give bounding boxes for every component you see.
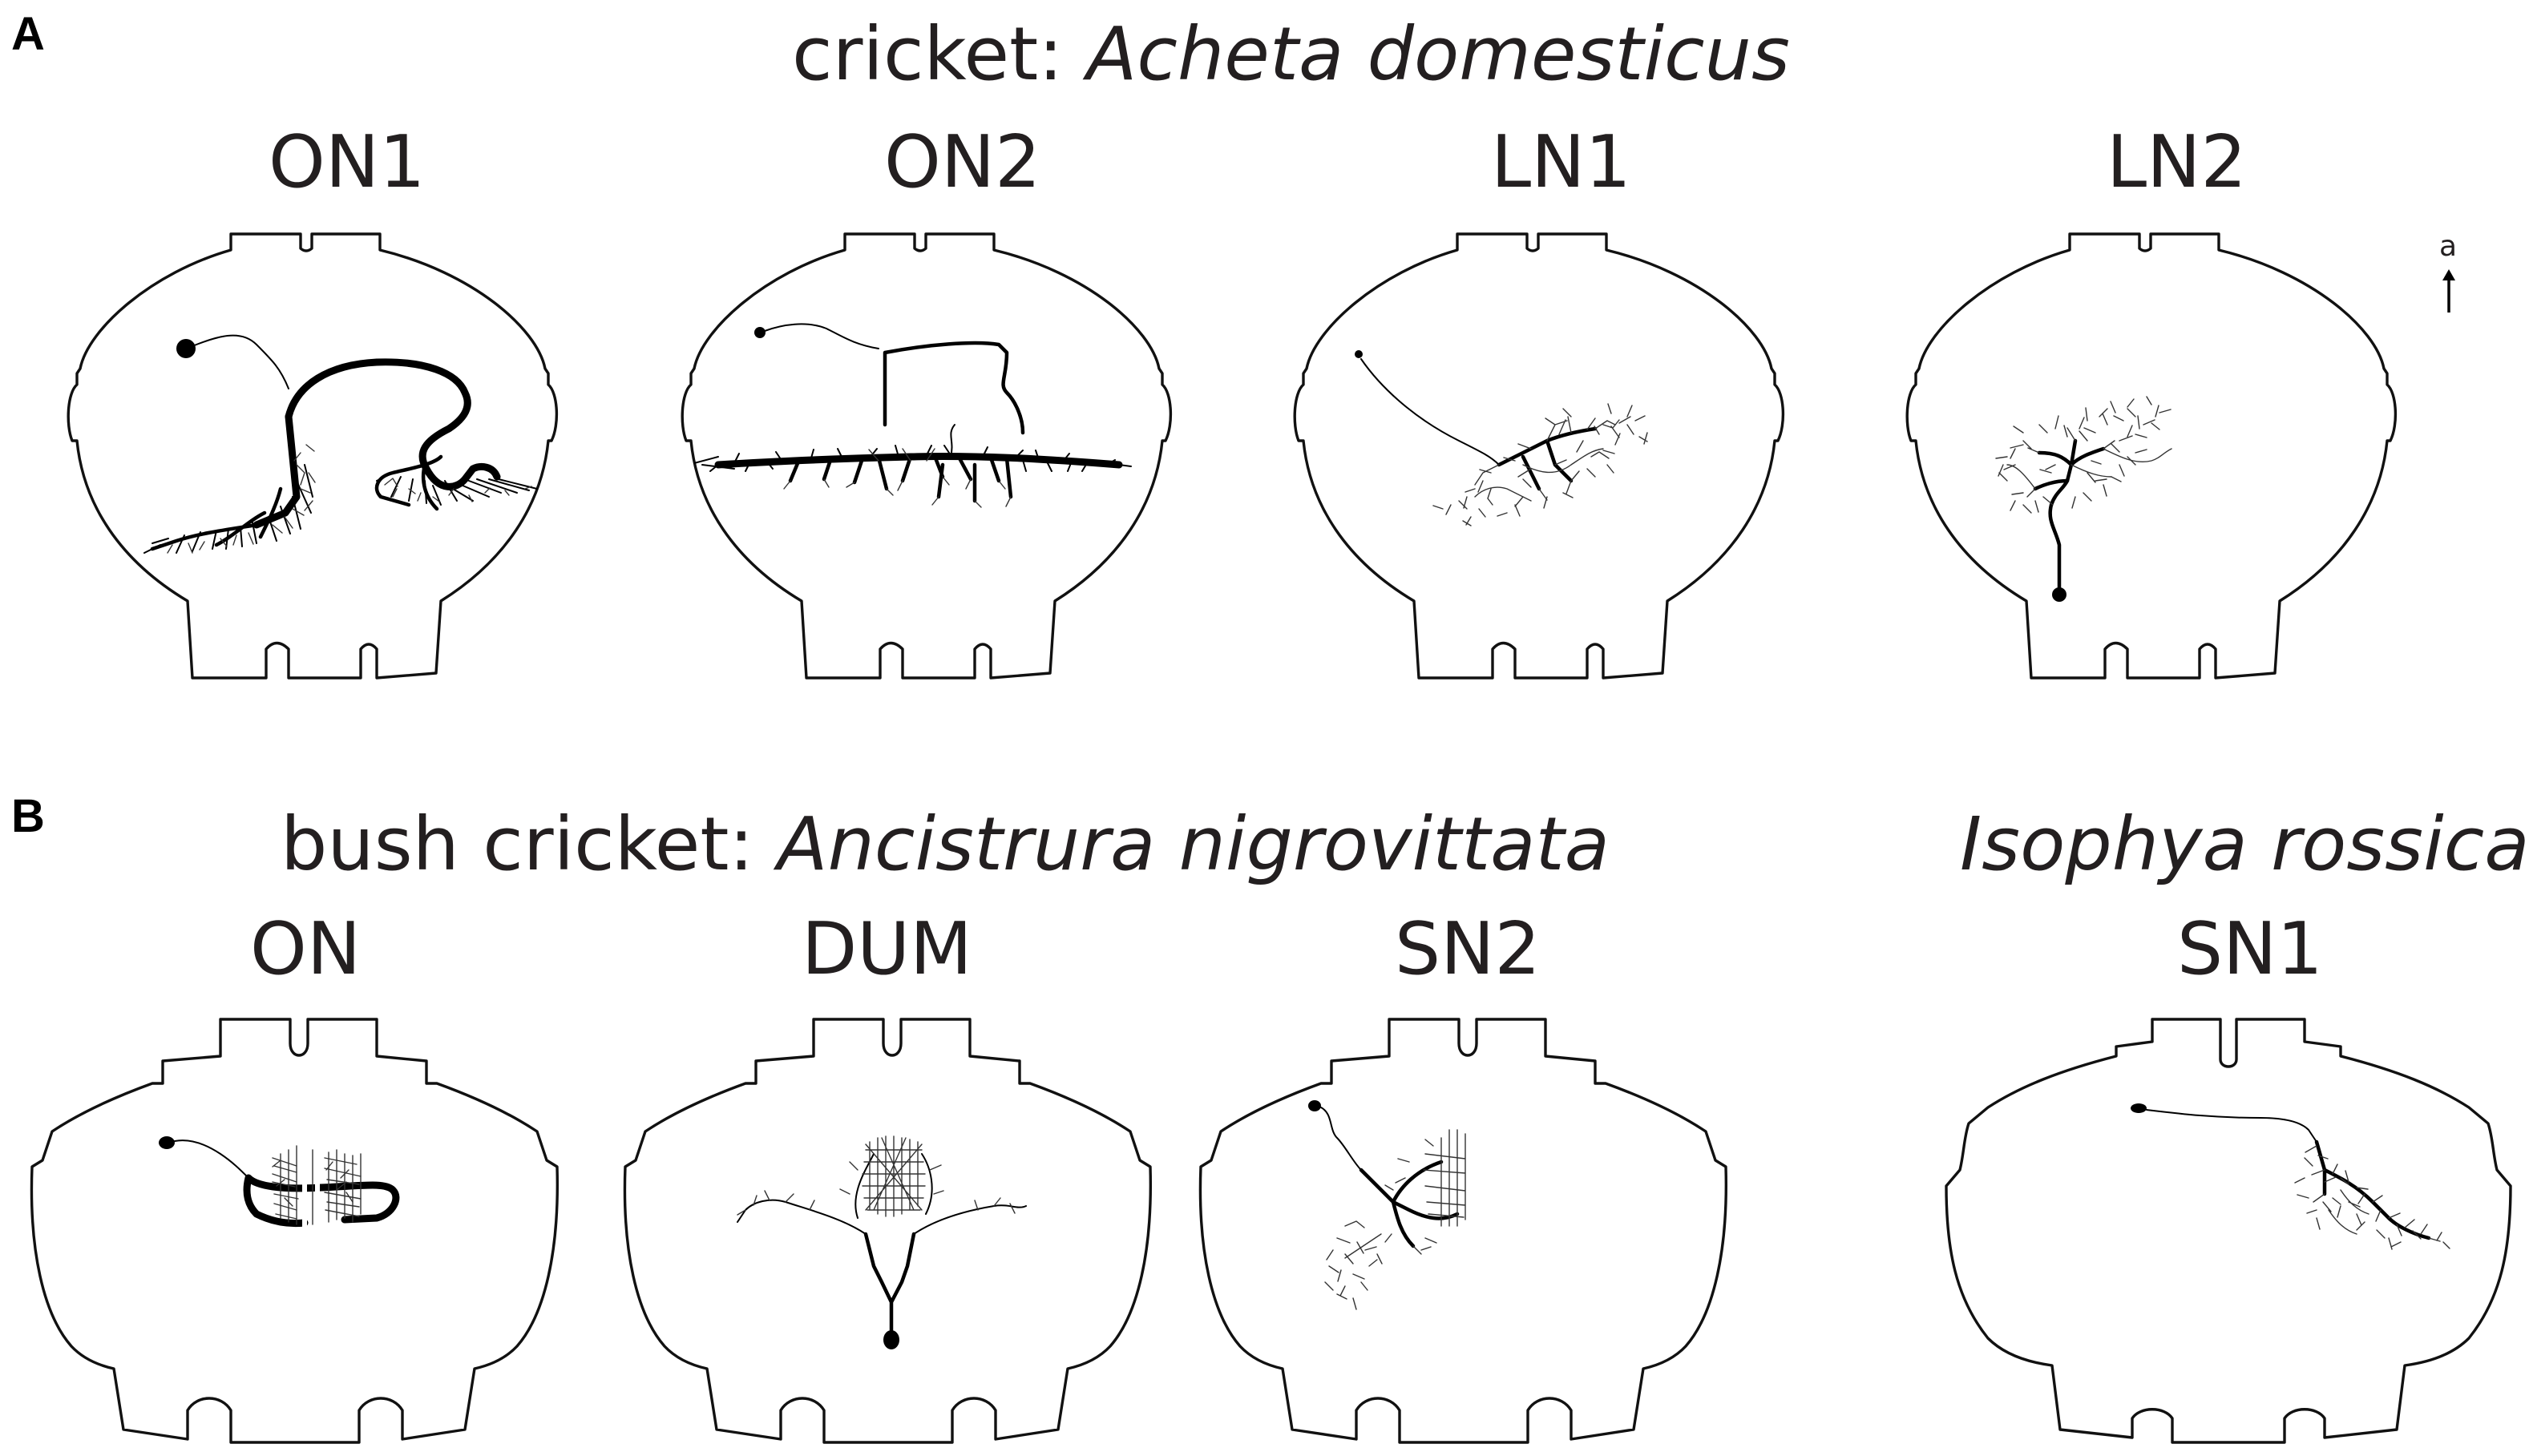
orientation-label: a bbox=[2439, 230, 2458, 263]
neuron-drawing-sn2 bbox=[1198, 1018, 1728, 1444]
neuron-label-ln1: LN1 bbox=[1491, 120, 1631, 204]
panel-b-letter: B bbox=[11, 790, 45, 842]
neuron-label-sn1: SN1 bbox=[2177, 907, 2323, 991]
orientation-arrow-icon bbox=[2442, 269, 2455, 313]
neuron-label-sn2: SN2 bbox=[1395, 907, 1541, 991]
neuron-label-on1: ON1 bbox=[269, 120, 426, 204]
neuron-label-on2: ON2 bbox=[884, 120, 1041, 204]
ganglion-outline bbox=[1198, 1018, 1728, 1444]
ganglion-outline bbox=[681, 232, 1173, 680]
neuron-drawing-on bbox=[30, 1018, 560, 1444]
neuron-drawing-on1 bbox=[67, 232, 559, 680]
panel-b-title-prefix: bush cricket: bbox=[281, 801, 778, 887]
panel-b-title: bush cricket: Ancistrura nigrovittata bbox=[281, 808, 1610, 881]
panel-a-title-species: Acheta domesticus bbox=[1086, 11, 1790, 97]
neuron-drawing-sn1 bbox=[1945, 1018, 2512, 1444]
neuron-label-dum: DUM bbox=[802, 907, 972, 991]
neuron-drawing-ln1 bbox=[1293, 232, 1785, 680]
ganglion-outline bbox=[67, 232, 559, 680]
ganglion-outline bbox=[1945, 1018, 2512, 1444]
neuron-drawing-dum bbox=[623, 1018, 1153, 1444]
ganglion-outline bbox=[1905, 232, 2398, 680]
ganglion-outline bbox=[30, 1018, 560, 1444]
ganglion-outline bbox=[623, 1018, 1153, 1444]
panel-a-letter: A bbox=[11, 8, 45, 60]
neuron-label-ln2: LN2 bbox=[2107, 120, 2247, 204]
neuron-drawing-on2 bbox=[681, 232, 1173, 680]
neuron-label-on: ON bbox=[250, 907, 362, 991]
panel-a-title-prefix: cricket: bbox=[792, 11, 1087, 97]
panel-a-title: cricket: Acheta domesticus bbox=[792, 18, 1790, 91]
panel-b-title-species: Ancistrura nigrovittata bbox=[777, 801, 1610, 887]
ganglion-outline bbox=[1293, 232, 1785, 680]
neuron-drawing-ln2 bbox=[1905, 232, 2398, 680]
panel-b-title-isophya: Isophya rossica bbox=[1960, 801, 2525, 887]
